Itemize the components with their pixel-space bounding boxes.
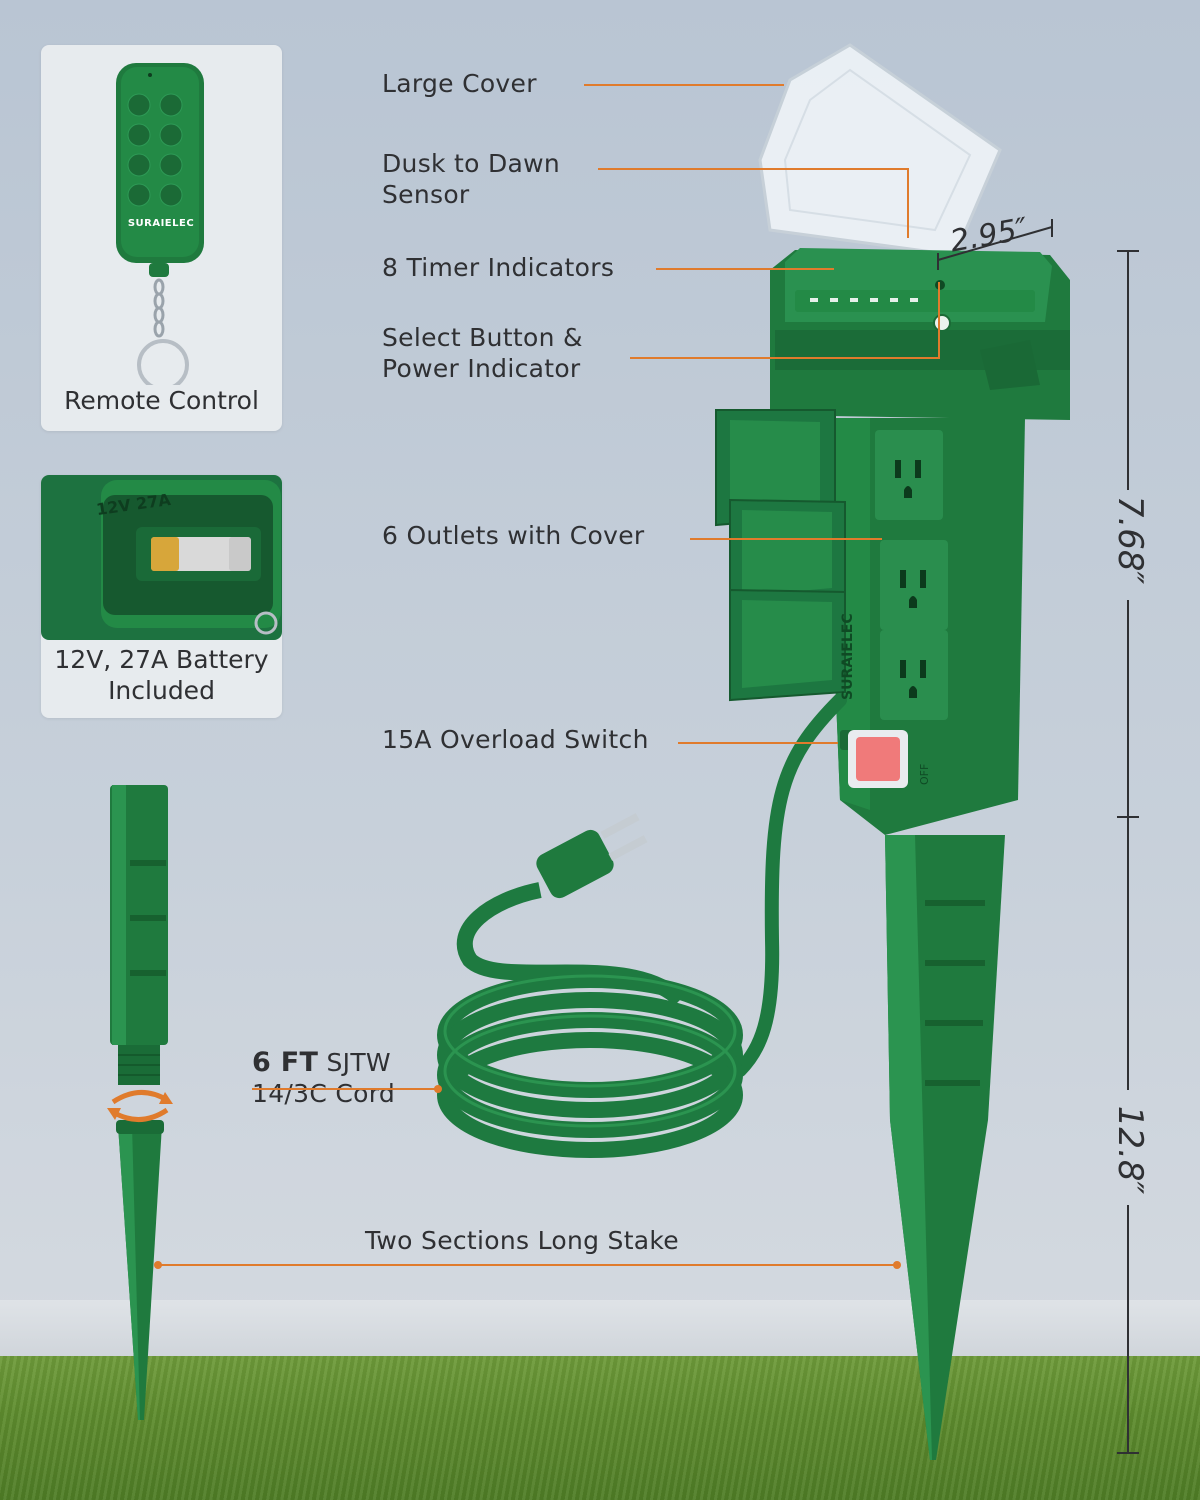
- remote-control-card: SURAIELEC Remote Control: [41, 45, 282, 431]
- product-brand-text: SURAIELEC: [840, 613, 856, 700]
- dimension-bottom-tick: [1117, 1452, 1139, 1454]
- dimension-upper-height-text: 7.68″: [1110, 495, 1150, 585]
- leader-dusk-to-dawn-h: [598, 168, 908, 170]
- callout-cord: 6 FT SJTW 14/3C Cord: [252, 1016, 395, 1140]
- callout-large-cover: Large Cover: [382, 69, 537, 98]
- leader-stake: [158, 1264, 898, 1266]
- callout-timer-indicators: 8 Timer Indicators: [382, 253, 615, 282]
- remote-brand-text: SURAIELEC: [127, 218, 195, 229]
- dimension-upper-line-a: [1127, 250, 1129, 490]
- switch-off-text: OFF: [918, 763, 931, 785]
- leader-large-cover: [584, 84, 784, 86]
- remote-control-label: Remote Control: [64, 386, 259, 415]
- cord-type-text: SJTW: [318, 1048, 391, 1077]
- wall-baseboard: [0, 1300, 1200, 1360]
- dimension-upper-line-b: [1127, 600, 1129, 816]
- leader-outlets: [690, 538, 882, 540]
- leader-timer-indicators: [656, 268, 834, 270]
- leader-cord: [252, 1088, 438, 1090]
- battery-card: 12V 27A 12V, 27A Battery Included: [41, 475, 282, 718]
- leader-cord-dot: [434, 1085, 442, 1093]
- remote-control-image: [116, 63, 204, 385]
- leader-dusk-to-dawn-v: [907, 168, 909, 238]
- battery-image: [41, 475, 282, 640]
- leader-stake-dot-right: [893, 1261, 901, 1269]
- dimension-lower-height-text: 12.8″: [1110, 1105, 1150, 1195]
- leader-stake-dot-left: [154, 1261, 162, 1269]
- dimension-middle-tick: [1117, 816, 1139, 818]
- stake-sections-image: [110, 785, 168, 1420]
- cord-and-plug-image: [437, 813, 743, 1158]
- power-stake-product-image: [715, 43, 1070, 1460]
- leader-select-button-h: [630, 357, 940, 359]
- dimension-width-line: [937, 219, 1053, 270]
- callout-stake: Two Sections Long Stake: [365, 1226, 679, 1255]
- rotate-arrows-icon: [107, 1090, 173, 1122]
- cord-length-text: 6 FT: [252, 1047, 319, 1078]
- leader-select-button-v: [938, 282, 940, 359]
- battery-label: 12V, 27A Battery Included: [54, 645, 269, 705]
- grass-ground: [0, 1356, 1200, 1500]
- dimension-lower-line-b: [1127, 1205, 1129, 1453]
- callout-overload-switch: 15A Overload Switch: [382, 725, 649, 754]
- cord-gauge-text: 14/3C Cord: [252, 1079, 396, 1108]
- leader-overload-switch: [678, 742, 838, 744]
- callout-outlets: 6 Outlets with Cover: [382, 521, 645, 550]
- callout-select-button: Select Button & Power Indicator: [382, 323, 583, 383]
- callout-dusk-to-dawn-sensor: Dusk to Dawn Sensor: [382, 149, 561, 209]
- dimension-lower-line-a: [1127, 818, 1129, 1090]
